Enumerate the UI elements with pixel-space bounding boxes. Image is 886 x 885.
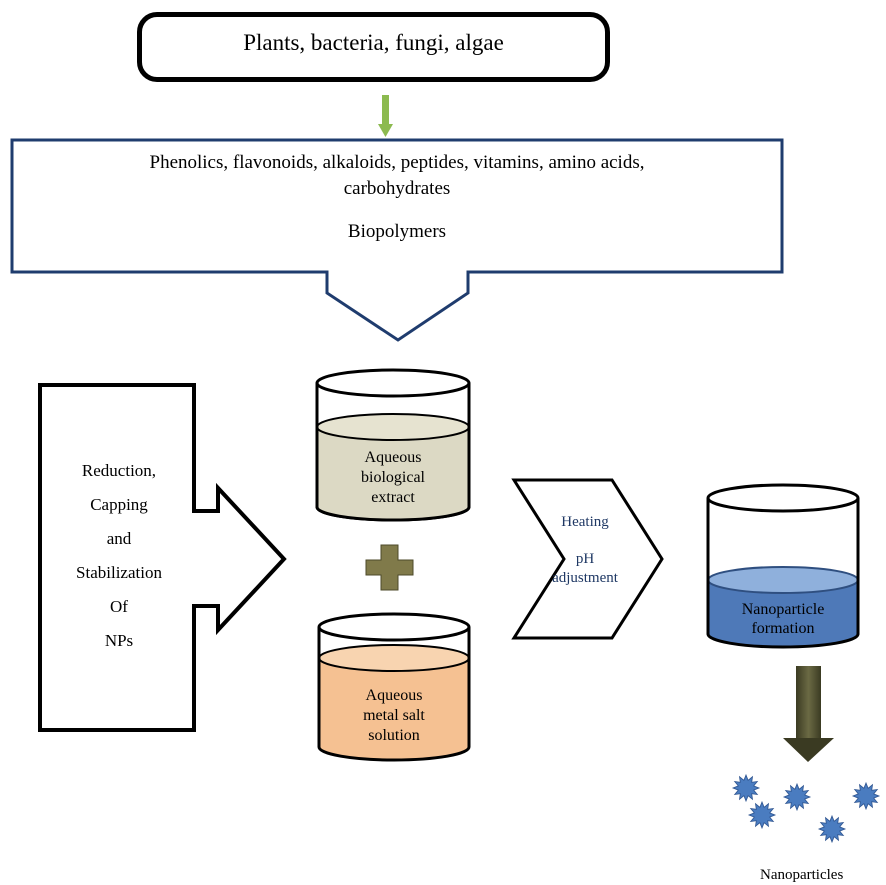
nanoparticles-label: Nanoparticles bbox=[760, 867, 844, 883]
sources-label: Plants, bacteria, fungi, algae bbox=[243, 30, 504, 55]
condition-adjustment: adjustment bbox=[552, 570, 618, 586]
role-line-4: Stabilization bbox=[76, 563, 162, 582]
compounds-line-2: carbohydrates bbox=[343, 178, 451, 199]
beaker-salt bbox=[317, 612, 471, 762]
down-arrow bbox=[783, 666, 834, 762]
product-line-2: formation bbox=[751, 620, 815, 637]
condition-heating: Heating bbox=[561, 514, 609, 530]
nanoparticle-cluster bbox=[731, 773, 881, 844]
beaker-extract bbox=[315, 368, 471, 522]
compounds-line-1: Phenolics, flavonoids, alkaloids, peptid… bbox=[149, 152, 645, 173]
nanoparticle-icon bbox=[731, 773, 761, 803]
condition-ph: pH bbox=[575, 551, 595, 567]
nanoparticle-icon bbox=[851, 781, 881, 811]
sources-box bbox=[137, 12, 610, 82]
role-line-5: Of bbox=[110, 597, 128, 616]
beaker-product bbox=[706, 483, 860, 649]
extract-line-2: biological bbox=[361, 469, 425, 486]
plus-icon bbox=[365, 544, 414, 591]
salt-line-1: Aqueous bbox=[365, 687, 423, 704]
green-arrow bbox=[378, 95, 393, 137]
salt-line-3: solution bbox=[368, 727, 420, 744]
chevron-arrow bbox=[511, 478, 664, 640]
role-line-1: Reduction, bbox=[81, 461, 157, 480]
nanoparticle-icon bbox=[747, 800, 777, 830]
role-line-3: and bbox=[106, 529, 132, 548]
product-line-1: Nanoparticle bbox=[741, 601, 825, 618]
extract-line-1: Aqueous bbox=[364, 449, 422, 466]
salt-line-2: metal salt bbox=[363, 707, 425, 724]
nanoparticle-icon bbox=[782, 782, 812, 812]
extract-line-3: extract bbox=[371, 489, 415, 506]
roles-callout bbox=[38, 383, 287, 732]
role-line-6: NPs bbox=[104, 631, 134, 650]
role-line-2: Capping bbox=[90, 495, 148, 514]
nanoparticle-icon bbox=[817, 814, 847, 844]
compounds-callout bbox=[10, 138, 784, 342]
compounds-line-3: Biopolymers bbox=[347, 221, 447, 242]
